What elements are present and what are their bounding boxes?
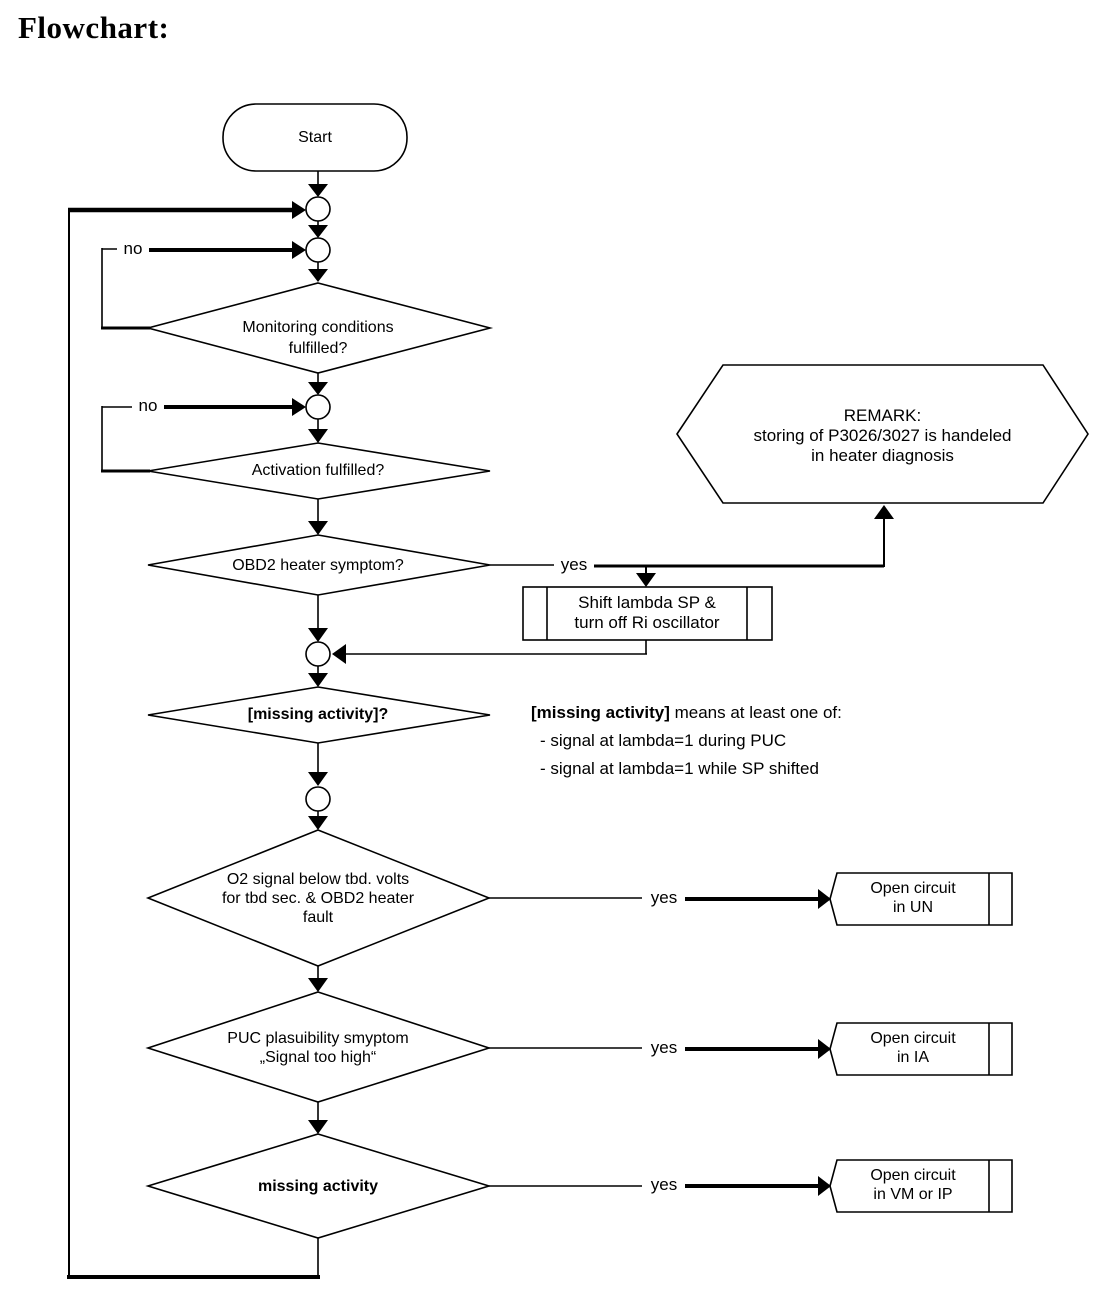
arrowhead bbox=[292, 241, 306, 259]
decision-missing-activity bbox=[145, 1133, 492, 1239]
arrowhead bbox=[292, 201, 306, 219]
edge-start-to-connector1 bbox=[308, 171, 328, 197]
arrowhead bbox=[636, 573, 656, 587]
edge-shift-to-connector4 bbox=[332, 640, 647, 664]
decision-o2-signal-label: O2 signal below tbd. volts for tbd sec. … bbox=[221, 871, 415, 926]
edge-connector4-to-missingq bbox=[308, 666, 328, 687]
edge-puc-to-missing bbox=[308, 1102, 328, 1134]
output-open-circuit-ia-label: Open circuit in IA bbox=[870, 1030, 956, 1066]
missing-activity-note: [missing activity] means at least one of… bbox=[531, 699, 842, 783]
edge-no-activation bbox=[101, 398, 306, 473]
arrowhead bbox=[332, 644, 346, 664]
arrowhead bbox=[308, 772, 328, 786]
connector-4 bbox=[305, 641, 331, 667]
decision-o2-signal bbox=[145, 829, 492, 967]
edge-yes-obd2 bbox=[490, 505, 894, 587]
edge-obd2-to-connector4 bbox=[308, 595, 328, 642]
decision-monitoring bbox=[144, 282, 494, 374]
process-shift-lambda bbox=[522, 586, 773, 641]
decision-activation bbox=[147, 442, 491, 500]
note-item: - signal at lambda=1 while SP shifted bbox=[540, 759, 819, 778]
start-label: Start bbox=[298, 129, 332, 146]
arrowhead bbox=[818, 1176, 831, 1196]
decision-activation-label: Activation fulfilled? bbox=[251, 462, 385, 479]
output-open-circuit-vm-label: Open circuit in VM or IP bbox=[870, 1167, 956, 1203]
process-shift-lambda-label: Shift lambda SP & turn off Ri oscillator bbox=[574, 593, 720, 632]
connector-5 bbox=[305, 786, 331, 812]
arrowhead bbox=[308, 429, 328, 443]
arrowhead bbox=[308, 978, 328, 992]
page-title: Flowchart: bbox=[18, 10, 170, 45]
edge-label-yes-o2: yes bbox=[643, 889, 685, 907]
arrowhead bbox=[818, 1039, 831, 1059]
arrowhead bbox=[308, 269, 328, 282]
output-open-circuit-ia bbox=[829, 1022, 1013, 1076]
output-open-circuit-un bbox=[829, 872, 1013, 926]
decision-puc-label: PUC plasuibility smyptom „Signal too hig… bbox=[227, 1030, 409, 1066]
edge-connector5-to-o2 bbox=[308, 811, 328, 830]
edge-connector2-to-monitoring bbox=[308, 262, 328, 282]
note-intro: [missing activity] means at least one of… bbox=[531, 703, 842, 722]
edge-label-yes-puc: yes bbox=[643, 1039, 685, 1057]
edge-yes-puc bbox=[489, 1039, 831, 1059]
remark-hexagon bbox=[676, 364, 1089, 504]
edge-loop-outer bbox=[67, 201, 320, 1279]
connector-3 bbox=[305, 394, 331, 420]
arrowhead bbox=[308, 521, 328, 535]
decision-puc bbox=[145, 991, 492, 1103]
edge-yes-missing bbox=[489, 1176, 831, 1196]
edge-yes-o2 bbox=[489, 889, 831, 909]
edge-connector1-to-connector2 bbox=[308, 221, 328, 238]
decision-missing-activity-label: missing activity bbox=[257, 1178, 379, 1195]
arrowhead bbox=[308, 816, 328, 830]
decision-missing-activity-q-label: [missing activity]? bbox=[247, 706, 389, 723]
edge-no-monitoring bbox=[101, 241, 306, 330]
edge-monitoring-to-connector3 bbox=[308, 373, 328, 395]
connector-2 bbox=[305, 237, 331, 263]
arrowhead bbox=[308, 628, 328, 642]
note-item: - signal at lambda=1 during PUC bbox=[540, 731, 787, 750]
output-open-circuit-un-label: Open circuit in UN bbox=[870, 880, 956, 916]
decision-obd2-label: OBD2 heater symptom? bbox=[232, 557, 404, 574]
edge-connector3-to-activation bbox=[308, 419, 328, 443]
arrowhead bbox=[308, 1120, 328, 1134]
edge-activation-to-obd2 bbox=[308, 499, 328, 535]
remark-label: REMARK: storing of P3026/3027 is handele… bbox=[753, 406, 1012, 465]
output-open-circuit-vm bbox=[829, 1159, 1013, 1213]
arrowhead bbox=[308, 225, 328, 238]
arrowhead bbox=[818, 889, 831, 909]
edge-label-yes-obd2: yes bbox=[554, 556, 594, 574]
decision-missing-activity-q bbox=[147, 686, 491, 744]
arrowhead bbox=[308, 184, 328, 197]
arrowhead bbox=[874, 505, 894, 519]
arrowhead bbox=[308, 673, 328, 687]
decision-monitoring-label: Monitoring conditions fulfilled? bbox=[242, 319, 394, 357]
edge-label-yes-missing: yes bbox=[643, 1176, 685, 1194]
edge-missingq-to-connector5 bbox=[308, 743, 328, 786]
edge-label-no-activation: no bbox=[132, 397, 164, 415]
start-terminator bbox=[222, 103, 408, 172]
edge-label-no-monitoring: no bbox=[117, 240, 149, 258]
connector-1 bbox=[305, 196, 331, 222]
decision-obd2 bbox=[147, 534, 491, 596]
arrowhead bbox=[308, 382, 328, 395]
edge-o2-to-puc bbox=[308, 966, 328, 992]
arrowhead bbox=[292, 398, 306, 416]
